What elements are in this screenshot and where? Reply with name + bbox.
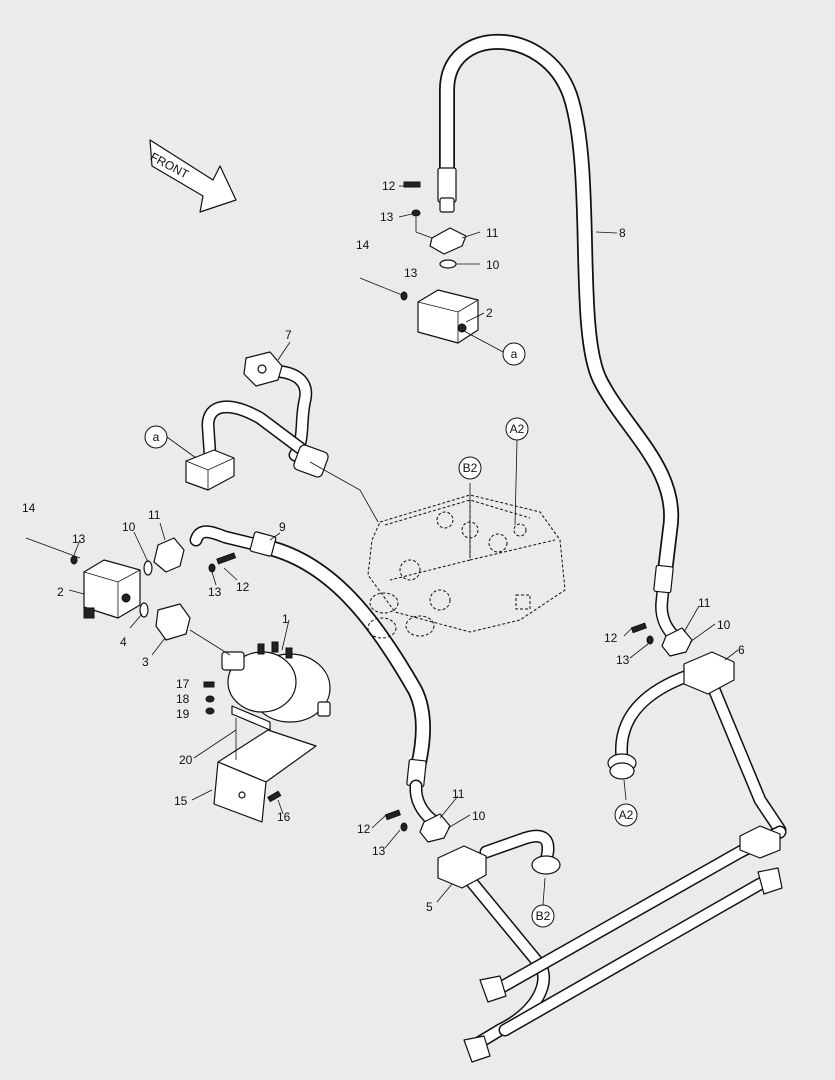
- svg-text:B2: B2: [463, 461, 478, 475]
- callout-2-top: 2: [486, 306, 493, 320]
- callout-15: 15: [174, 794, 188, 808]
- callout-10-right: 10: [717, 618, 731, 632]
- callout-6: 6: [738, 643, 745, 657]
- ref-a2-top: A2: [505, 417, 529, 441]
- tube-7: [185, 351, 329, 491]
- callout-16: 16: [277, 810, 291, 824]
- ref-a2-bottom: A2: [614, 803, 638, 827]
- ref-b2-top: B2: [458, 456, 482, 480]
- callout-10-bottom: 10: [472, 809, 486, 823]
- callout-2-left: 2: [57, 585, 64, 599]
- ref-a-left: a: [144, 425, 168, 449]
- callout-12-right: 12: [604, 631, 618, 645]
- accumulator-1: [221, 641, 331, 731]
- fittings: [25, 181, 693, 843]
- tee-6-tubes: [607, 651, 787, 837]
- callout-12-top: 12: [382, 179, 396, 193]
- callout-7: 7: [285, 328, 292, 342]
- callout-11-left: 11: [148, 508, 161, 522]
- bracket-15: [213, 729, 317, 823]
- valve-block-2-left: [83, 559, 141, 619]
- control-valve: [309, 461, 566, 639]
- callout-10-left: 10: [122, 520, 136, 534]
- ref-a-top: a: [502, 342, 526, 366]
- callout-12-left: 12: [236, 580, 250, 594]
- callout-13-top: 13: [380, 210, 394, 224]
- svg-text:a: a: [511, 347, 518, 361]
- valve-block-2-top: [417, 289, 479, 344]
- callout-10-top: 10: [486, 258, 500, 272]
- callout-20: 20: [179, 753, 193, 767]
- callout-19: 19: [176, 707, 190, 721]
- svg-text:a: a: [153, 430, 160, 444]
- callout-11-right: 11: [698, 596, 711, 610]
- hose-9: [189, 525, 439, 827]
- callout-14-top: 14: [356, 238, 370, 252]
- callout-4: 4: [120, 635, 127, 649]
- callout-13-bottom: 13: [372, 844, 386, 858]
- callout-11-bottom: 11: [452, 787, 465, 801]
- callout-13-left: 13: [72, 532, 86, 546]
- hose-8: [437, 33, 683, 645]
- callout-1: 1: [282, 612, 289, 626]
- connection-references: a a A2 A2 B2 B2: [144, 342, 638, 928]
- callout-12-bottom: 12: [357, 822, 371, 836]
- callout-18: 18: [176, 692, 190, 706]
- callout-13-right: 13: [616, 653, 630, 667]
- callout-13-mid: 13: [404, 266, 418, 280]
- callout-11-top: 11: [486, 226, 499, 240]
- svg-text:B2: B2: [536, 909, 551, 923]
- leader-lines: [68, 185, 739, 906]
- callout-13-center: 13: [208, 585, 222, 599]
- callout-9: 9: [279, 520, 286, 534]
- callout-8: 8: [619, 226, 626, 240]
- ref-b2-bottom: B2: [531, 904, 555, 928]
- tee-5-tubes: [437, 825, 787, 1063]
- front-direction-arrow: FRONT: [148, 139, 237, 213]
- callout-17: 17: [176, 677, 190, 691]
- callout-3: 3: [142, 655, 149, 669]
- part-callouts: 1 2 2 3 4 5 6 7 8 9 10 10 10 10 11 11 11…: [22, 179, 745, 914]
- svg-text:A2: A2: [510, 422, 525, 436]
- callout-14-left: 14: [22, 501, 36, 515]
- callout-5: 5: [426, 900, 433, 914]
- svg-text:A2: A2: [619, 808, 634, 822]
